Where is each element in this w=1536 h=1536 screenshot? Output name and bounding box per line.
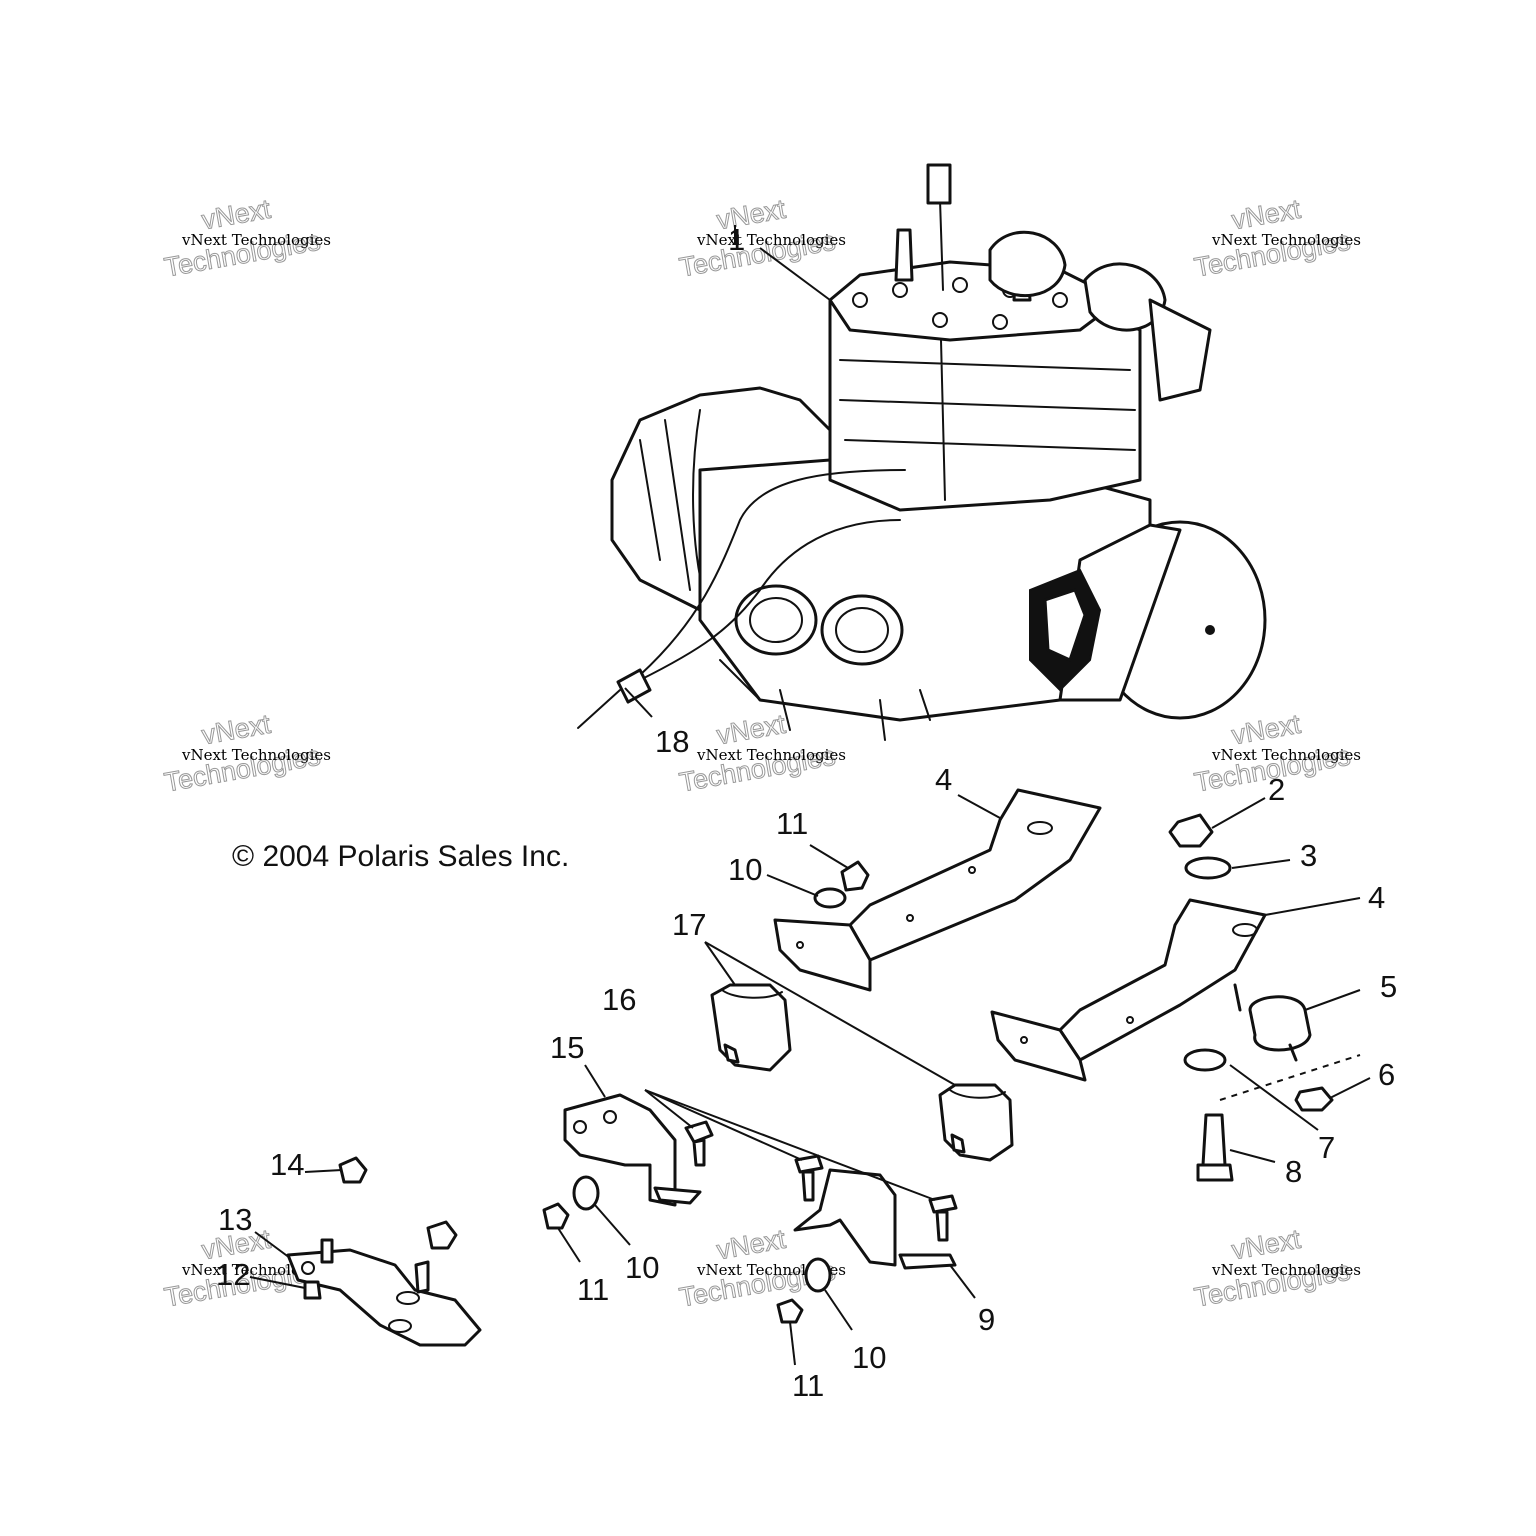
callout-3: 3 (1300, 838, 1317, 873)
watermark-brand: vNext (714, 194, 788, 236)
callout-2: 2 (1268, 772, 1285, 807)
washer-10-left (572, 1175, 600, 1211)
bolt-8 (1196, 1113, 1234, 1182)
rubber-block-17a (710, 983, 792, 1072)
callout-13: 13 (218, 1202, 252, 1237)
watermark-brand: vNext (199, 194, 273, 236)
watermark-brand: vNext (714, 709, 788, 751)
watermark-company: vNext Technologies (1211, 231, 1361, 249)
callout-numbers: 1 2 3 4 4 5 6 7 8 9 10 10 10 11 11 11 12… (216, 222, 1397, 1403)
callout-18: 18 (655, 724, 689, 759)
callout-11-top: 11 (776, 806, 808, 841)
callout-10-left: 10 (625, 1250, 659, 1285)
nut-11-left (542, 1202, 570, 1230)
callout-8: 8 (1285, 1154, 1302, 1189)
nut-6 (1294, 1086, 1334, 1112)
watermark-company: vNext Technologies (696, 746, 846, 764)
callout-17: 17 (672, 907, 706, 942)
callout-4-upper: 4 (935, 762, 952, 797)
watermark-company: vNext Technologies (1211, 1261, 1361, 1279)
nut-11-top (840, 860, 870, 892)
callout-15: 15 (550, 1030, 584, 1065)
callout-16: 16 (602, 982, 636, 1017)
callout-1: 1 (728, 222, 745, 257)
bracket-9 (793, 1168, 957, 1270)
copyright-notice: © 2004 Polaris Sales Inc. (232, 840, 569, 873)
callout-11-left: 11 (577, 1272, 609, 1307)
callout-12: 12 (216, 1257, 250, 1292)
engine-mount-bracket-upper (773, 788, 1102, 992)
callout-10-bottom: 10 (852, 1340, 886, 1375)
engine-assembly (577, 163, 1267, 741)
callout-5: 5 (1380, 969, 1397, 1004)
watermark-company: vNext Technologies (696, 231, 846, 249)
watermark-brand: vNext (1229, 194, 1303, 236)
watermark-company: vNext Technologies (181, 231, 331, 249)
bolt-16a (684, 1120, 714, 1167)
bracket-15 (563, 1093, 702, 1207)
callout-7: 7 (1318, 1130, 1335, 1165)
leader-lines (249, 225, 1371, 1366)
watermark-brand: vNext (1229, 1224, 1303, 1266)
nut-11-bottom (776, 1298, 804, 1324)
callout-6: 6 (1378, 1057, 1395, 1092)
bolt-16c (928, 1194, 958, 1242)
watermark-company: vNext Technologies (1211, 746, 1361, 764)
callout-10-top: 10 (728, 852, 762, 887)
watermark-brand: vNext (714, 1224, 788, 1266)
washer-7 (1183, 1048, 1227, 1072)
callout-9: 9 (978, 1302, 995, 1337)
watermark-company: vNext Technologies (181, 746, 331, 764)
rubber-block-17b (938, 1083, 1014, 1162)
washer-10-top (813, 887, 847, 909)
washer-10-bottom (804, 1257, 832, 1293)
callout-11-bottom: 11 (792, 1368, 824, 1403)
nut-14 (338, 1156, 368, 1184)
mount-plate-13 (286, 1220, 482, 1347)
engine-mount-bracket-lower (990, 898, 1267, 1082)
watermark-brand: vNext (1229, 709, 1303, 751)
watermark-brand: vNext (199, 709, 273, 751)
nut-2 (1168, 813, 1214, 848)
rubber-mount-5 (1233, 983, 1312, 1062)
callout-14: 14 (270, 1147, 304, 1182)
bolt-16b (794, 1154, 824, 1202)
callout-4-lower: 4 (1368, 880, 1385, 915)
washer-3 (1184, 856, 1232, 880)
